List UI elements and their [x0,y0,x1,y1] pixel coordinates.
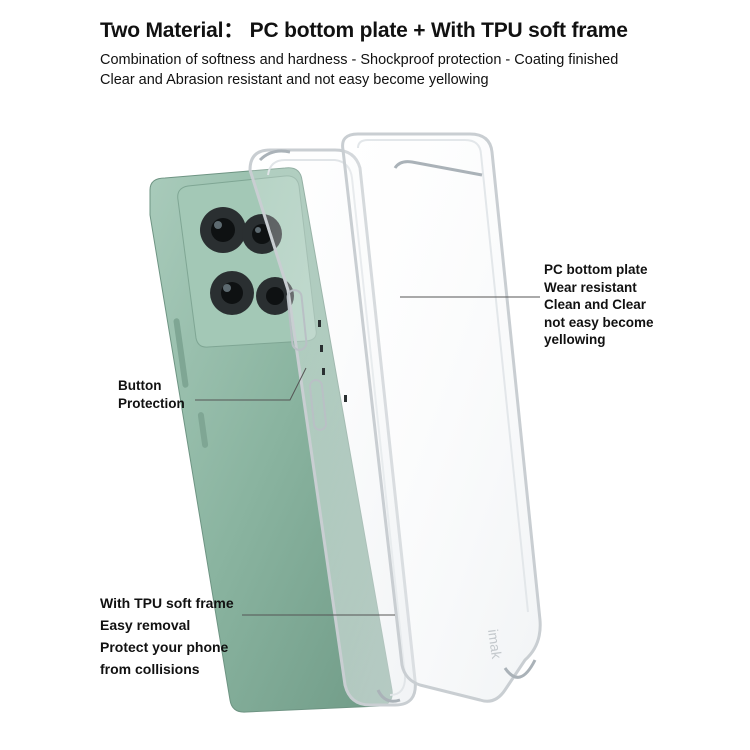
callout-line: With TPU soft frame [100,595,234,611]
callout-line: Wear resistant [544,279,637,295]
subtitle-line-1: Combination of softness and hardness - S… [100,52,619,68]
callout-line: Easy removal [100,617,191,633]
callout-button-protection: Button Protection [118,377,185,412]
callout-pc-bottom-plate: PC bottom plate Wear resistant Clean and… [544,261,654,349]
page-title: Two Material： PC bottom plate + With TPU… [100,19,628,42]
tpu-frame [248,148,417,707]
callout-line: Button [118,378,162,393]
frame-dots [318,320,347,402]
callout-line: PC bottom plate [544,262,648,277]
brand-mark: imak [485,628,505,660]
header: Two Material： PC bottom plate + With TPU… [100,14,740,90]
subtitle-line-2: Clear and Abrasion resistant and not eas… [100,72,489,88]
callout-line: not easy become [544,314,654,330]
callout-line: Protect your phone [100,639,229,655]
callout-line: from collisions [100,661,200,677]
pc-bottom-plate: imak [341,132,542,703]
callout-line: Protection [118,395,185,411]
callout-lines [195,296,540,616]
callout-line: Clean and Clear [544,297,647,312]
callout-line: yellowing [544,332,606,347]
callout-tpu-frame: With TPU soft frame Easy removal Protect… [100,592,234,680]
